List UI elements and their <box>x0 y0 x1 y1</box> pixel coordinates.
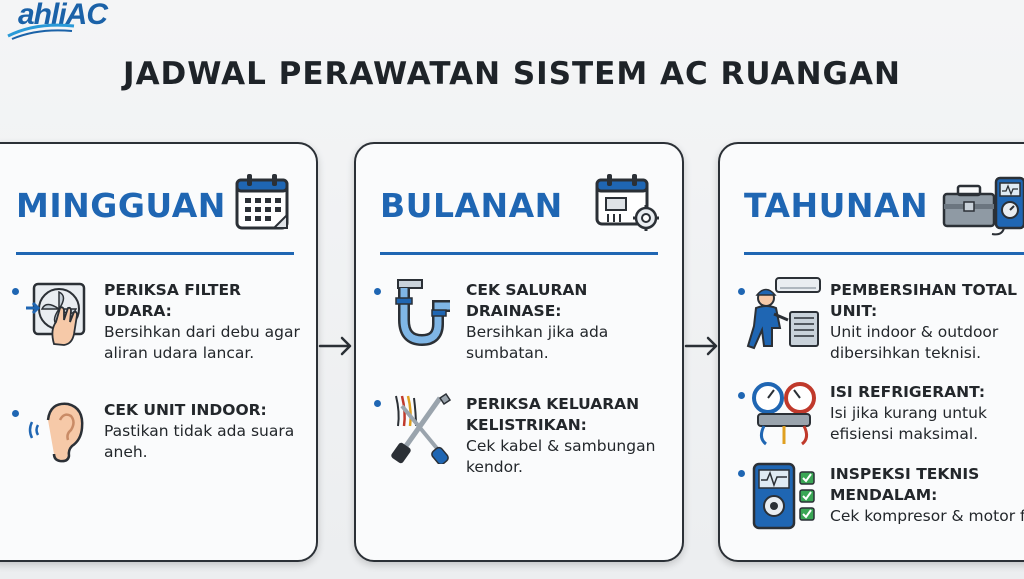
item-body: Bersihkan jika ada sumbatan. <box>466 323 609 362</box>
item-body: Cek kompresor & motor fan <box>830 507 1024 525</box>
logo-swoosh-icon <box>7 23 75 40</box>
card-divider <box>380 252 658 255</box>
arrow-right-icon <box>684 336 718 356</box>
card-header: TAHUNAN <box>720 172 1024 242</box>
bullet-dot <box>738 470 745 477</box>
card-heading: TAHUNAN <box>744 186 929 225</box>
gauge-manifold-icon <box>752 382 816 446</box>
ear-icon <box>28 402 84 463</box>
item-title: CEK SALURAN DRAINASE: <box>466 281 588 320</box>
item-title: PEMBERSIHAN TOTAL UNIT: <box>830 281 1017 320</box>
toolbox-meter-icon <box>942 176 1024 236</box>
card-divider <box>16 252 294 255</box>
item-body: Isi jika kurang untuk efisiensi maksimal… <box>830 404 987 443</box>
item-title: INSPEKSI TEKNIS MENDALAM: <box>830 465 980 504</box>
card-header: MINGGUAN <box>0 172 316 242</box>
item-text: INSPEKSI TEKNIS MENDALAM: Cek kompresor … <box>830 464 1024 527</box>
item-text: PERIKSA KELUARAN KELISTRIKAN: Cek kabel … <box>466 394 681 478</box>
list-item: ISI REFRIGERANT: Isi jika kurang untuk e… <box>720 378 1024 462</box>
card-header: BULANAN <box>356 172 682 242</box>
item-title: PERIKSA KELUARAN KELISTRIKAN: <box>466 395 640 434</box>
list-item: INSPEKSI TEKNIS MENDALAM: Cek kompresor … <box>720 462 1024 552</box>
item-title: CEK UNIT INDOOR: <box>104 401 267 419</box>
list-item: PERIKSA FILTER UDARA: Bersihkan dari deb… <box>0 270 316 380</box>
list-item: CEK UNIT INDOOR: Pastikan tidak ada suar… <box>0 398 316 478</box>
item-body: Bersihkan dari debu agar aliran udara la… <box>104 323 300 362</box>
card-divider <box>744 252 1024 255</box>
item-text: ISI REFRIGERANT: Isi jika kurang untuk e… <box>830 382 1024 445</box>
brand-logo: ahliAC <box>6 0 136 40</box>
bullet-dot <box>12 410 19 417</box>
card-monthly: BULANAN CEK SALURAN DRAINASE: Bers <box>354 142 684 562</box>
item-text: CEK UNIT INDOOR: Pastikan tidak ada suar… <box>104 400 314 463</box>
bullet-dot <box>738 392 745 399</box>
tools-wires-icon <box>391 392 452 464</box>
checklist-meter-icon <box>752 462 815 530</box>
item-body: Cek kabel & sambungan kendor. <box>466 437 656 476</box>
item-body: Unit indoor & outdoor dibersihkan teknis… <box>830 323 999 362</box>
technician-icon <box>746 277 821 350</box>
item-title: PERIKSA FILTER UDARA: <box>104 281 241 320</box>
list-item: PERIKSA KELUARAN KELISTRIKAN: Cek kabel … <box>356 384 682 484</box>
calendar-icon <box>235 174 289 230</box>
card-heading: BULANAN <box>380 186 563 225</box>
item-text: PEMBERSIHAN TOTAL UNIT: Unit indoor & ou… <box>830 280 1024 364</box>
card-weekly: MINGGUAN PERIKSA F <box>0 142 318 562</box>
arrow-right-icon <box>318 336 352 356</box>
item-body: Pastikan tidak ada suara aneh. <box>104 422 295 461</box>
bullet-dot <box>12 288 19 295</box>
drain-pipe-icon <box>395 279 450 347</box>
bullet-dot <box>374 400 381 407</box>
calendar-gear-icon <box>595 174 659 231</box>
item-text: PERIKSA FILTER UDARA: Bersihkan dari deb… <box>104 280 314 364</box>
card-heading: MINGGUAN <box>16 186 226 225</box>
card-yearly: TAHUNAN PEMBERSIHAN TOTAL UN <box>718 142 1024 562</box>
item-text: CEK SALURAN DRAINASE: Bersihkan jika ada… <box>466 280 676 364</box>
bullet-dot <box>738 288 745 295</box>
filter-fan-icon <box>26 282 86 346</box>
page-title: JADWAL PERAWATAN SISTEM AC RUANGAN <box>123 56 901 92</box>
list-item: CEK SALURAN DRAINASE: Bersihkan jika ada… <box>356 270 682 370</box>
bullet-dot <box>374 288 381 295</box>
item-title: ISI REFRIGERANT: <box>830 383 986 401</box>
list-item: PEMBERSIHAN TOTAL UNIT: Unit indoor & ou… <box>720 270 1024 370</box>
